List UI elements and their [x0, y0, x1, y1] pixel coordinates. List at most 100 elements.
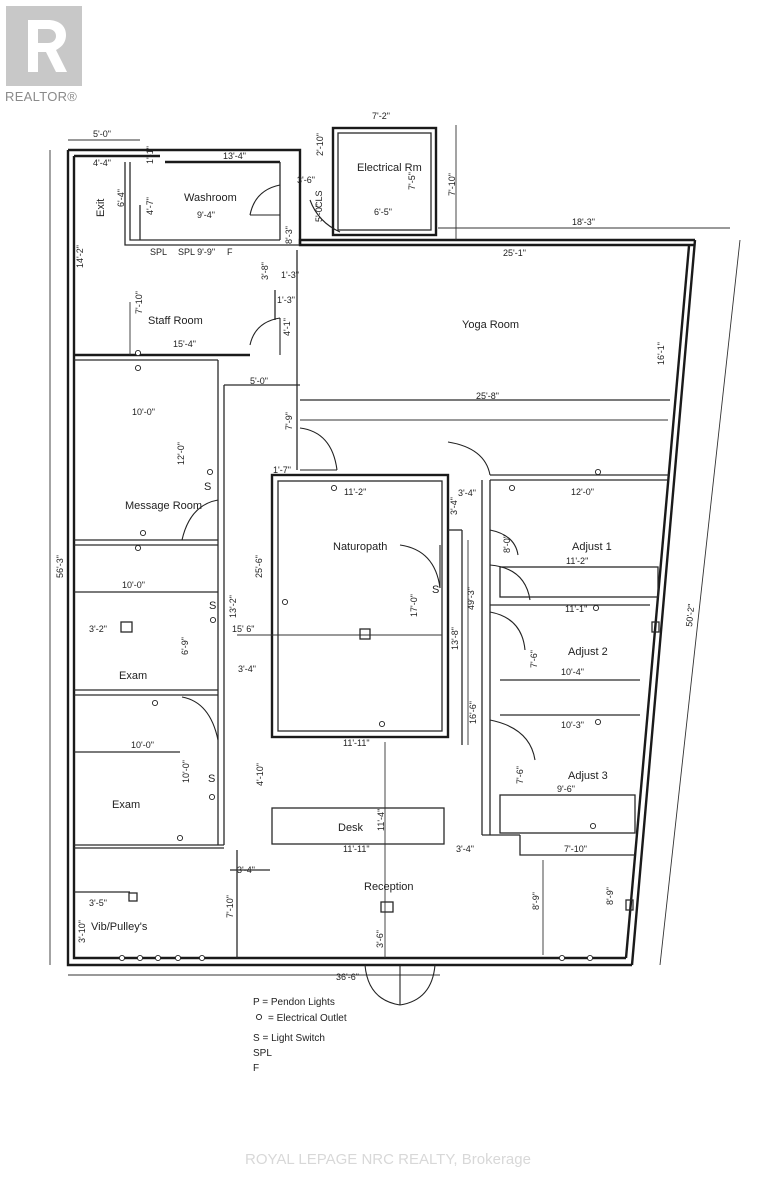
dim-label: 11'-4": [376, 809, 386, 831]
outlet-legend-icon: [255, 1013, 263, 1021]
brokerage-watermark: ROYAL LEPAGE NRC REALTY, Brokerage: [245, 1151, 531, 1168]
room-label-message: Message Room: [125, 500, 202, 512]
dim-label: 17'-0": [409, 594, 419, 617]
dim-label: 10'-0": [131, 740, 154, 750]
dim-label: 25'-1": [503, 248, 526, 258]
fan-marker: F: [227, 247, 233, 257]
electrical-outlets: [118, 349, 602, 962]
room-label-desk: Desk: [338, 822, 364, 834]
dim-label: 7'-10": [134, 291, 144, 314]
dim-label: 4'-1": [282, 318, 292, 336]
dim-label: 1'-3": [277, 295, 295, 305]
room-label-exit: Exit: [95, 199, 107, 217]
dim-label: 1'-3": [281, 270, 299, 280]
dim-label: 15'-4": [173, 339, 196, 349]
dim-label: 10'-3": [561, 720, 584, 730]
dim-label: 1'-1": [145, 146, 155, 164]
dim-label: 36'-6": [336, 972, 359, 982]
dim-label: 25'-8": [476, 391, 499, 401]
room-label-electrical: Electrical Rm: [357, 162, 422, 174]
dim-label: 49'-3": [466, 587, 476, 610]
dim-label: 11'-11": [343, 738, 370, 748]
dim-label: 7'-2": [372, 111, 390, 121]
room-label-yoga: Yoga Room: [462, 319, 519, 331]
light-switch-marker: S: [204, 481, 211, 493]
dim-label: 5'-0": [314, 204, 324, 222]
dim-label: 3'-10": [77, 920, 87, 943]
dim-label: 3'-4": [458, 488, 476, 498]
switch-markers: S S S S SPL F: [150, 247, 439, 785]
room-label-reception: Reception: [364, 881, 414, 893]
room-label-cls: CLS: [314, 190, 324, 208]
dim-label: 8'-9": [531, 892, 541, 910]
room-label-washroom: Washroom: [184, 192, 237, 204]
dim-label: 5'-0": [250, 376, 268, 386]
legend-f: F: [253, 1063, 259, 1074]
room-label-adjust-3: Adjust 3: [568, 770, 608, 782]
dim-label: 10'-0": [122, 580, 145, 590]
dim-label: 11'-1": [565, 604, 587, 614]
dim-label: 13'-8": [450, 627, 460, 650]
realtor-logo-text: REALTOR®: [5, 89, 78, 104]
dim-label: 6'-9": [180, 637, 190, 655]
dim-label: 10'-0": [181, 760, 191, 783]
room-label-naturopath: Naturopath: [333, 541, 387, 553]
room-label-adjust-1: Adjust 1: [572, 541, 612, 553]
dim-label: 16'-1": [656, 342, 666, 365]
dim-label: 50'-2": [684, 603, 696, 627]
dim-label: 1'-7": [273, 465, 291, 475]
doors: [181, 184, 536, 1006]
fixtures: [120, 621, 660, 913]
spl-marker: SPL: [150, 247, 167, 257]
dim-label: 13'-4": [223, 151, 246, 161]
dim-label: 3'-6": [297, 175, 315, 185]
dim-label: 10'-0": [132, 407, 155, 417]
dim-label: 6'-4": [116, 189, 126, 207]
dim-label: 4'-7": [145, 197, 155, 215]
dim-label: 8'-0": [502, 535, 512, 553]
dim-label: 8'-3": [284, 226, 294, 244]
outer-walls: [66, 126, 697, 967]
dim-label: 7'-10": [564, 844, 587, 854]
dim-label: 12'-0": [571, 487, 594, 497]
dim-label: 3'-5": [89, 898, 107, 908]
dim-label: 6'-5": [374, 207, 392, 217]
legend-pendon-lights: P = Pendon Lights: [253, 997, 335, 1008]
light-switch-marker: S: [209, 600, 216, 612]
dim-label: 11'-2": [566, 556, 588, 566]
dim-label: 3'-4": [449, 497, 459, 515]
room-label-staff: Staff Room: [148, 315, 203, 327]
dim-label: 4'-10": [255, 763, 265, 786]
dim-label: 5'-0": [93, 129, 111, 139]
light-switch-marker: S: [208, 773, 215, 785]
room-label-exam-1: Exam: [119, 670, 147, 682]
dim-label: 12'-0": [176, 442, 186, 465]
dim-label: 7'-6": [529, 650, 539, 668]
dim-label: 9'-6": [557, 784, 575, 794]
dim-label: 7'-10": [225, 895, 235, 918]
dim-label: 3'-4": [238, 664, 256, 674]
dim-label: 25'-6": [254, 555, 264, 578]
dimension-lines: [49, 125, 741, 976]
dimension-labels: 5'-0" 4'-4" 13'-4" 7'-2" 2'-10" 7'-10" 7…: [55, 111, 696, 982]
dim-label: 11'-2": [344, 487, 366, 497]
dim-label: 10'-4": [561, 667, 584, 677]
realtor-r-logo-icon: [6, 6, 82, 86]
dim-label: 7'-5": [407, 172, 417, 190]
dim-label: 16'-6": [468, 701, 478, 724]
room-label-exam-2: Exam: [112, 799, 140, 811]
dim-label: SPL 9'-9": [178, 247, 215, 257]
dim-label: 4'-4": [93, 158, 111, 168]
dim-label: 3'-2": [89, 624, 107, 634]
dim-label: 7'-9": [284, 412, 294, 430]
dim-label: 11'-11": [343, 844, 370, 854]
dim-label: 2'-10": [315, 133, 325, 156]
room-labels: Washroom Electrical Rm Exit Staff Room Y…: [91, 162, 612, 933]
legend-spl: SPL: [253, 1048, 272, 1059]
dim-label: 3'-8": [260, 262, 270, 280]
dim-label: 3'-4": [456, 844, 474, 854]
dim-label: 9'-4": [197, 210, 215, 220]
dim-label: 8'-9": [605, 887, 615, 905]
legend-electrical-outlet: = Electrical Outlet: [268, 1013, 347, 1024]
